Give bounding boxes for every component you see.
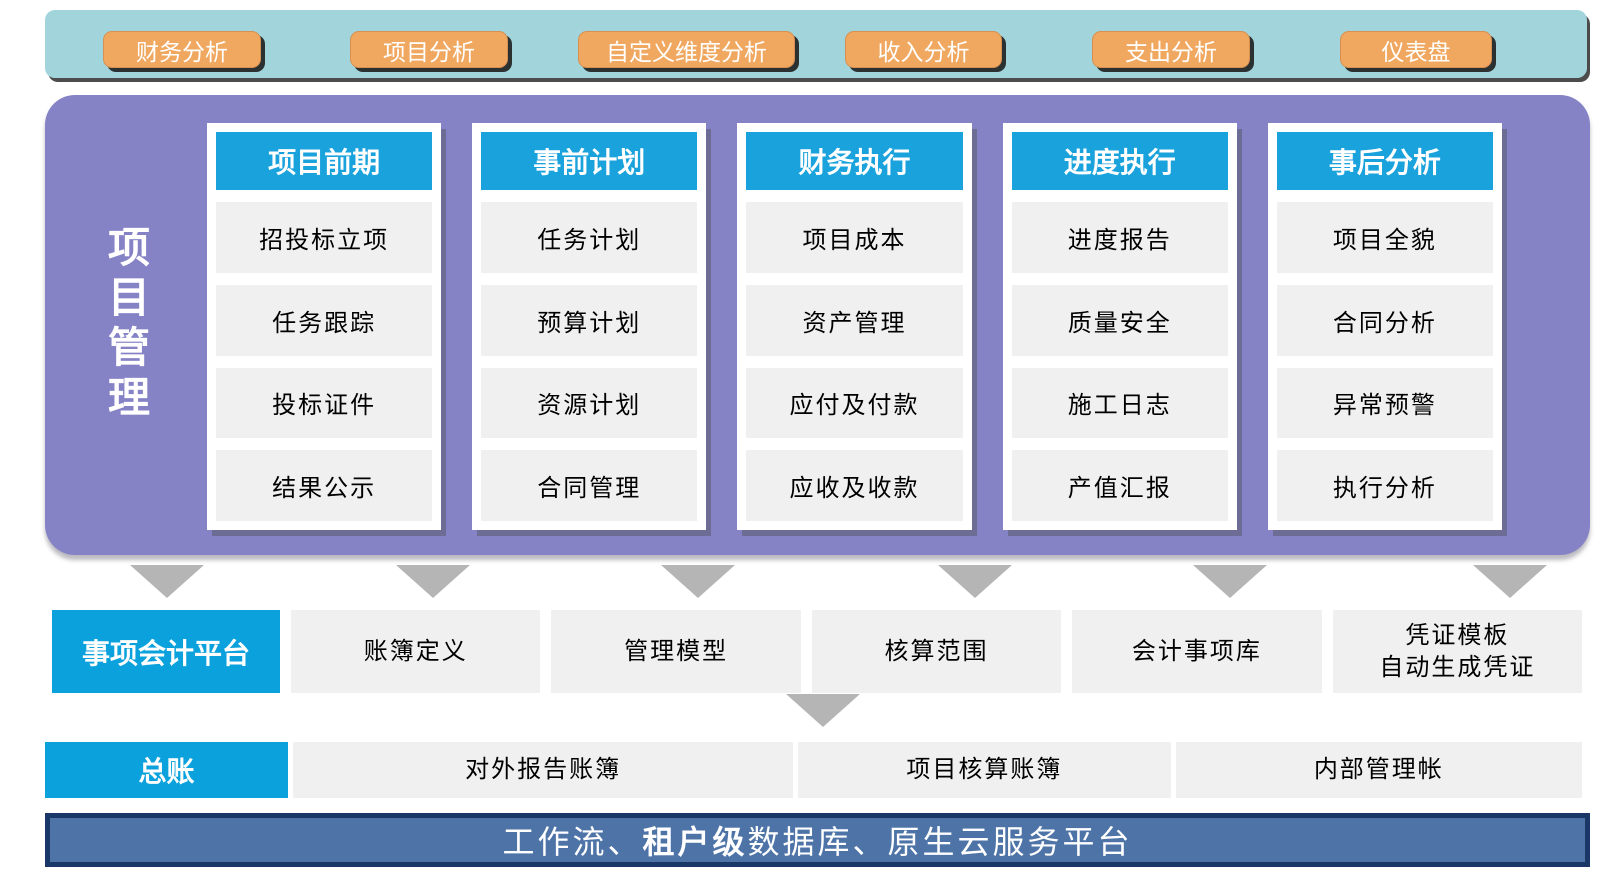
finance-analysis-button[interactable]: 财务分析 — [103, 31, 261, 68]
module-item: 执行分析 — [1276, 450, 1494, 521]
module-item: 异常预警 — [1276, 367, 1494, 439]
module-item: 招投标立项 — [216, 202, 433, 273]
project-analysis-button[interactable]: 项目分析 — [350, 31, 508, 68]
phase-card-pre-planning: 事前计划 任务计划 预算计划 资源计划 合同管理 — [472, 123, 707, 530]
phase-card-header: 财务执行 — [746, 132, 963, 190]
module-item: 产值汇报 — [1011, 450, 1228, 521]
module-item: 进度报告 — [1011, 202, 1228, 273]
phase-card-finance-execution: 财务执行 项目成本 资产管理 应付及付款 应收及收款 — [737, 123, 972, 530]
module-item: 资源计划 — [481, 367, 698, 439]
project-management-title: 项目管理 — [102, 225, 150, 425]
module-item: 预算计划 — [481, 284, 698, 356]
down-arrow-icon — [661, 565, 735, 598]
module-item: 合同管理 — [481, 450, 698, 521]
analysis-toolbar: 财务分析 项目分析 自定义维度分析 收入分析 支出分析 仪表盘 — [45, 10, 1587, 78]
phase-card-progress-execution: 进度执行 进度报告 质量安全 施工日志 产值汇报 — [1002, 123, 1237, 530]
voucher-template-cell: 凭证模板 自动生成凭证 — [1332, 610, 1583, 693]
down-arrow-icon — [1473, 565, 1547, 598]
module-item: 合同分析 — [1276, 284, 1494, 356]
phase-card-header: 进度执行 — [1011, 132, 1228, 190]
module-item: 应付及付款 — [746, 367, 963, 439]
accounting-scope-cell: 核算范围 — [811, 610, 1062, 693]
phase-card-header: 项目前期 — [216, 132, 433, 190]
phase-card-header: 事前计划 — [481, 132, 698, 190]
ledger-definition-cell: 账簿定义 — [291, 610, 541, 693]
phase-card-post-analysis: 事后分析 项目全貌 合同分析 异常预警 执行分析 — [1267, 123, 1503, 530]
voucher-template-line2: 自动生成凭证 — [1379, 653, 1536, 681]
module-item: 资产管理 — [746, 284, 963, 356]
general-ledger-row: 总账 对外报告账簿 项目核算账簿 内部管理帐 — [45, 742, 1582, 798]
custom-dimension-analysis-button[interactable]: 自定义维度分析 — [578, 31, 795, 68]
cloud-platform-bar: 工作流、租户级数据库、原生云服务平台 — [45, 813, 1590, 867]
down-arrow-icon — [1193, 565, 1267, 598]
phase-card-pre-project: 项目前期 招投标立项 任务跟踪 投标证件 结果公示 — [207, 123, 442, 530]
down-arrow-icon — [786, 694, 860, 727]
module-item: 投标证件 — [216, 367, 433, 439]
down-arrow-icon — [130, 565, 204, 598]
income-analysis-button[interactable]: 收入分析 — [845, 31, 1002, 68]
project-management-panel: 项目管理 项目前期 招投标立项 任务跟踪 投标证件 结果公示 事前计划 任务计划… — [45, 95, 1590, 555]
module-item: 任务计划 — [481, 202, 698, 273]
down-arrow-icon — [938, 565, 1012, 598]
project-accounting-ledger-cell: 项目核算账簿 — [798, 742, 1171, 798]
down-arrow-icon — [396, 565, 470, 598]
external-report-ledger-cell: 对外报告账簿 — [293, 742, 794, 798]
module-item: 项目全貌 — [1276, 202, 1494, 273]
module-item: 项目成本 — [746, 202, 963, 273]
module-item: 应收及收款 — [746, 450, 963, 521]
phase-card-header: 事后分析 — [1276, 132, 1494, 190]
platform-text-tenant-level: 租户级 — [642, 824, 748, 860]
phase-cards: 项目前期 招投标立项 任务跟踪 投标证件 结果公示 事前计划 任务计划 预算计划… — [207, 95, 1590, 555]
general-ledger-label: 总账 — [45, 742, 288, 798]
module-item: 施工日志 — [1011, 367, 1228, 439]
voucher-template-line1: 凭证模板 — [1405, 622, 1510, 650]
event-accounting-platform-row: 事项会计平台 账簿定义 管理模型 核算范围 会计事项库 凭证模板 自动生成凭证 — [52, 610, 1583, 693]
dashboard-button[interactable]: 仪表盘 — [1340, 31, 1492, 68]
event-accounting-platform-label: 事项会计平台 — [52, 610, 280, 693]
module-item: 结果公示 — [216, 450, 433, 521]
accounting-event-library-cell: 会计事项库 — [1072, 610, 1322, 693]
platform-text-suffix: 数据库、原生云服务平台 — [747, 824, 1133, 860]
management-model-cell: 管理模型 — [551, 610, 801, 693]
module-item: 任务跟踪 — [216, 284, 433, 356]
expense-analysis-button[interactable]: 支出分析 — [1092, 31, 1250, 68]
internal-management-ledger-cell: 内部管理帐 — [1175, 742, 1582, 798]
module-item: 质量安全 — [1011, 284, 1228, 356]
platform-text-prefix: 工作流、 — [502, 824, 643, 860]
